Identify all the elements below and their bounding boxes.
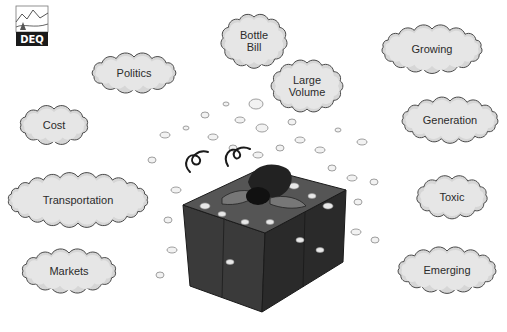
- thought-cloud: Growing: [378, 24, 486, 74]
- cloud-highlight: [402, 250, 493, 290]
- cloud-label: Transportation: [43, 194, 114, 206]
- thought-cloud: Politics: [88, 52, 180, 94]
- cloud-label: Generation: [423, 114, 477, 126]
- bubble: [295, 137, 305, 143]
- thought-cloud: Emerging: [394, 246, 500, 294]
- slumped-person: [222, 164, 306, 208]
- bubble: [256, 124, 268, 132]
- cloud-highlight: [405, 100, 494, 141]
- thought-cloud: Generation: [398, 96, 502, 144]
- bubble: [249, 99, 263, 109]
- logo: [16, 6, 48, 46]
- paper: [308, 194, 316, 199]
- bubble: [223, 102, 229, 106]
- thought-cloud: Bottle Bill: [218, 12, 290, 70]
- cloud-label: Bottle Bill: [234, 29, 274, 53]
- swirl: [186, 151, 208, 172]
- cloud-label: Cost: [43, 119, 66, 131]
- thought-cloud: Toxic: [413, 174, 491, 220]
- cloud-highlight: [25, 252, 112, 291]
- paper: [226, 260, 234, 265]
- paper: [316, 248, 324, 253]
- cloud-label: Politics: [117, 67, 152, 79]
- paper: [200, 203, 210, 209]
- bubble: [288, 119, 296, 125]
- bubble: [371, 237, 379, 243]
- person-arm: [270, 196, 306, 208]
- bubble: [357, 139, 367, 145]
- cloud-shape: [271, 60, 343, 112]
- cloud-highlight: [95, 56, 172, 91]
- bubble: [208, 134, 218, 140]
- thought-cloud: Large Volume: [268, 58, 346, 114]
- desk: [183, 168, 346, 312]
- logo-frame: [16, 6, 48, 32]
- paper: [323, 203, 333, 209]
- cloud-shape: [8, 173, 147, 228]
- bubble: [253, 152, 263, 158]
- logo-river: [16, 24, 48, 27]
- cloud-highlight: [11, 175, 145, 224]
- logo-tree: [20, 22, 26, 30]
- paper: [218, 212, 226, 217]
- cloud-highlight: [275, 63, 339, 109]
- bubble: [171, 187, 181, 193]
- paper: [296, 238, 304, 243]
- cloud-shape: [22, 249, 115, 293]
- bubble: [183, 126, 189, 130]
- bubble: [315, 147, 325, 153]
- cloud-label: Growing: [412, 43, 453, 55]
- cloud-label: Emerging: [423, 264, 470, 276]
- logo-mountains: [16, 10, 48, 22]
- bubble: [354, 199, 362, 205]
- bubble: [164, 217, 172, 223]
- bubble: [167, 247, 177, 253]
- swirl: [226, 148, 250, 166]
- cloud-highlight: [385, 28, 478, 70]
- cloud-highlight: [225, 17, 284, 64]
- cloud-label: Large Volume: [285, 74, 329, 98]
- cloud-label: Markets: [49, 265, 88, 277]
- bubble: [235, 117, 245, 123]
- paper: [241, 220, 249, 225]
- desk-drawer-line: [222, 218, 224, 298]
- bubble: [335, 128, 341, 132]
- bubble: [347, 175, 357, 181]
- logo-text: DEQ: [16, 32, 48, 46]
- desk-drawer-line: [303, 212, 305, 287]
- person-head: [246, 187, 270, 205]
- bubble: [276, 145, 284, 151]
- thought-cloud: Transportation: [4, 172, 152, 228]
- cloud-label: Toxic: [439, 191, 464, 203]
- dizzy-swirls: [186, 148, 250, 172]
- cloud-shape: [92, 53, 176, 93]
- thought-cloud: Markets: [18, 248, 120, 294]
- bubble: [328, 165, 336, 171]
- papers: [200, 183, 333, 265]
- cloud-shape: [402, 97, 498, 143]
- cloud-highlight: [23, 109, 84, 142]
- paper: [266, 220, 274, 225]
- bubble: [148, 157, 156, 163]
- logo-bar: [16, 32, 48, 46]
- cloud-shape: [382, 25, 482, 74]
- bubble: [156, 272, 164, 278]
- bubble: [351, 229, 361, 235]
- cloud-shape: [221, 14, 287, 68]
- thought-cloud: Cost: [16, 104, 92, 146]
- cloud-shape: [417, 176, 487, 219]
- bubble: [370, 179, 378, 185]
- cloud-highlight: [420, 179, 484, 216]
- cloud-shape: [20, 106, 87, 145]
- bubble: [160, 132, 170, 138]
- cloud-shape: [398, 247, 496, 293]
- bubble: [201, 112, 209, 118]
